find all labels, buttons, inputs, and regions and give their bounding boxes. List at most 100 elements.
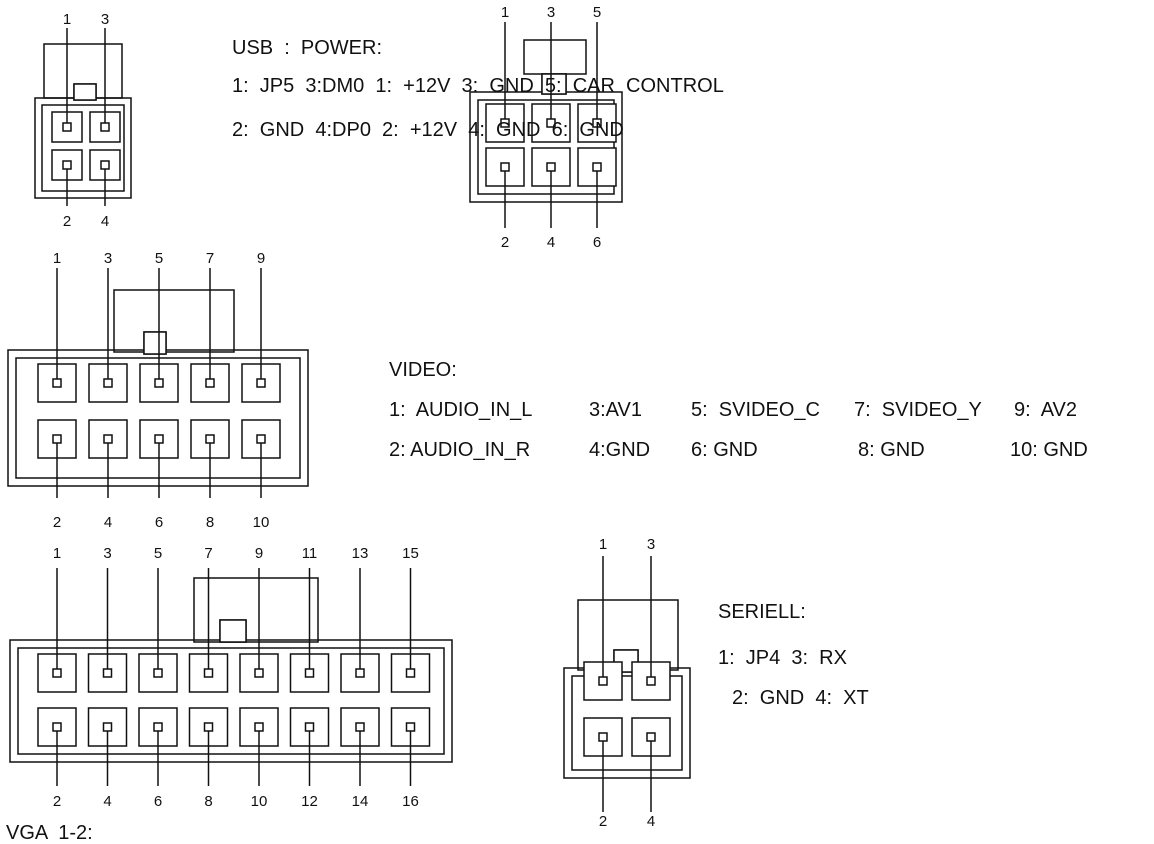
usb-pin-1-number: 1 [63, 11, 71, 28]
video-pin-1-number: 1 [53, 250, 61, 267]
seriell-pin-3-number: 3 [647, 536, 655, 553]
video-housing-inner [15, 357, 301, 479]
power-pin-1-number: 1 [501, 4, 509, 21]
video-pin-7-contact [205, 378, 215, 388]
video-pin-8-number: 8 [206, 514, 214, 531]
vga-pin-7-number: 7 [204, 545, 212, 562]
vga-pin-15-number: 15 [402, 545, 419, 562]
seriell-pin-3-contact [646, 676, 656, 686]
video-pin-2-contact [52, 434, 62, 444]
vga-pin-3-contact [102, 668, 113, 678]
vga-pin-4-number: 4 [103, 793, 111, 810]
vga-latch-tab-front [219, 619, 247, 643]
video-pin-10-number: 10 [253, 514, 270, 531]
vga-pin-12-contact [304, 722, 315, 732]
power-pin-5-number: 5 [593, 4, 601, 21]
video-line-1-col-5: 9: AV2 [1014, 399, 1078, 421]
usb-power-line-2: 2: GND 4:DP0 2: +12V 4: GND 6: GND [232, 119, 624, 141]
usb-pin-4-number: 4 [101, 213, 109, 230]
power-pin-2-contact [500, 162, 510, 172]
video-pin-10-contact [256, 434, 266, 444]
vga-pin-2-number: 2 [53, 793, 61, 810]
power-pin-4-number: 4 [547, 234, 555, 251]
video-line-2-col-5: 10: GND [1010, 439, 1088, 461]
power-latch-frame [523, 39, 587, 75]
video-pin-7-cell [190, 363, 230, 403]
usb-latch-tab-front [73, 83, 97, 101]
usb-pin-3-contact [100, 122, 110, 132]
vga-pin-1-contact [52, 668, 62, 678]
video-pin-5-number: 5 [155, 250, 163, 267]
usb-pin-2-number: 2 [63, 213, 71, 230]
seriell-header: SERIELL: [718, 601, 806, 623]
vga-pin-16-number: 16 [402, 793, 419, 810]
video-latch-tab-front [143, 331, 167, 355]
usb-housing-inner [41, 104, 125, 192]
video-line-1-col-2: 3:AV1 [589, 399, 642, 421]
vga-pin-8-contact [203, 722, 214, 732]
vga-pin-9-number: 9 [255, 545, 263, 562]
video-pin-7-number: 7 [206, 250, 214, 267]
video-line-2-col-1: 2: AUDIO_IN_R [389, 439, 531, 461]
power-housing-inner [477, 99, 615, 195]
vga-pin-5-contact [153, 668, 163, 678]
usb-pin-3-number: 3 [101, 11, 109, 28]
video-line-1-col-3: 5: SVIDEO_C [691, 399, 820, 421]
video-header: VIDEO: [389, 359, 457, 381]
usb-pin-2-contact [62, 160, 72, 170]
vga-pin-6-contact [153, 722, 163, 732]
power-pin-6-number: 6 [593, 234, 601, 251]
vga-pin-12-number: 12 [301, 793, 318, 810]
vga-pin-2-contact [52, 722, 62, 732]
vga-pin-13-number: 13 [352, 545, 369, 562]
video-pin-8-contact [205, 434, 215, 444]
seriell-line-2: 2: GND 4: XT [732, 687, 869, 709]
video-pin-9-contact [256, 378, 266, 388]
vga-pin-13-contact [355, 668, 365, 678]
video-pin-4-number: 4 [104, 514, 112, 531]
video-latch-frame [113, 289, 235, 353]
seriell-pin-2-contact [598, 732, 608, 742]
vga-pin-14-number: 14 [352, 793, 369, 810]
video-line-1-col-1: 1: AUDIO_IN_L [389, 399, 533, 421]
video-line-1-col-4: 7: SVIDEO_Y [854, 399, 982, 421]
seriell-housing [563, 667, 691, 779]
seriell-pin-2-number: 2 [599, 813, 607, 830]
seriell-line-1: 1: JP4 3: RX [718, 647, 847, 669]
vga-pin-10-number: 10 [251, 793, 268, 810]
seriell-housing-inner [571, 675, 683, 771]
vga-pin-11-contact [304, 668, 315, 678]
power-pin-4-contact [546, 162, 556, 172]
vga-housing-inner [17, 647, 445, 755]
seriell-pin-4-number: 4 [647, 813, 655, 830]
vga-caption: VGA 1-2: [6, 822, 93, 844]
usb-pin-1-contact [62, 122, 72, 132]
vga-pin-3-number: 3 [103, 545, 111, 562]
video-pin-6-contact [154, 434, 164, 444]
vga-pin-1-number: 1 [53, 545, 61, 562]
video-pin-9-number: 9 [257, 250, 265, 267]
power-pin-6-contact [592, 162, 602, 172]
video-pin-4-contact [103, 434, 113, 444]
power-latch-tab-front [541, 73, 567, 95]
video-pin-6-number: 6 [155, 514, 163, 531]
vga-pin-9-contact [254, 668, 264, 678]
vga-pin-7-contact [203, 668, 214, 678]
seriell-pin-1-number: 1 [599, 536, 607, 553]
video-line-2-col-4: 8: GND [858, 439, 925, 461]
vga-pin-10-contact [254, 722, 264, 732]
video-pin-3-number: 3 [104, 250, 112, 267]
vga-latch-frame [193, 577, 319, 643]
vga-pin-6-number: 6 [154, 793, 162, 810]
seriell-pin-4-contact [646, 732, 656, 742]
video-pin-5-contact [154, 378, 164, 388]
video-line-2-col-2: 4:GND [589, 439, 651, 461]
power-pin-3-number: 3 [547, 4, 555, 21]
usb-power-line-1: 1: JP5 3:DM0 1: +12V 3: GND 5: CAR CONTR… [232, 75, 724, 97]
vga-pin-15-contact [405, 668, 416, 678]
power-pin-2-number: 2 [501, 234, 509, 251]
video-pin-3-contact [103, 378, 113, 388]
video-line-2-col-3: 6: GND [691, 439, 758, 461]
seriell-pin-1-contact [598, 676, 608, 686]
